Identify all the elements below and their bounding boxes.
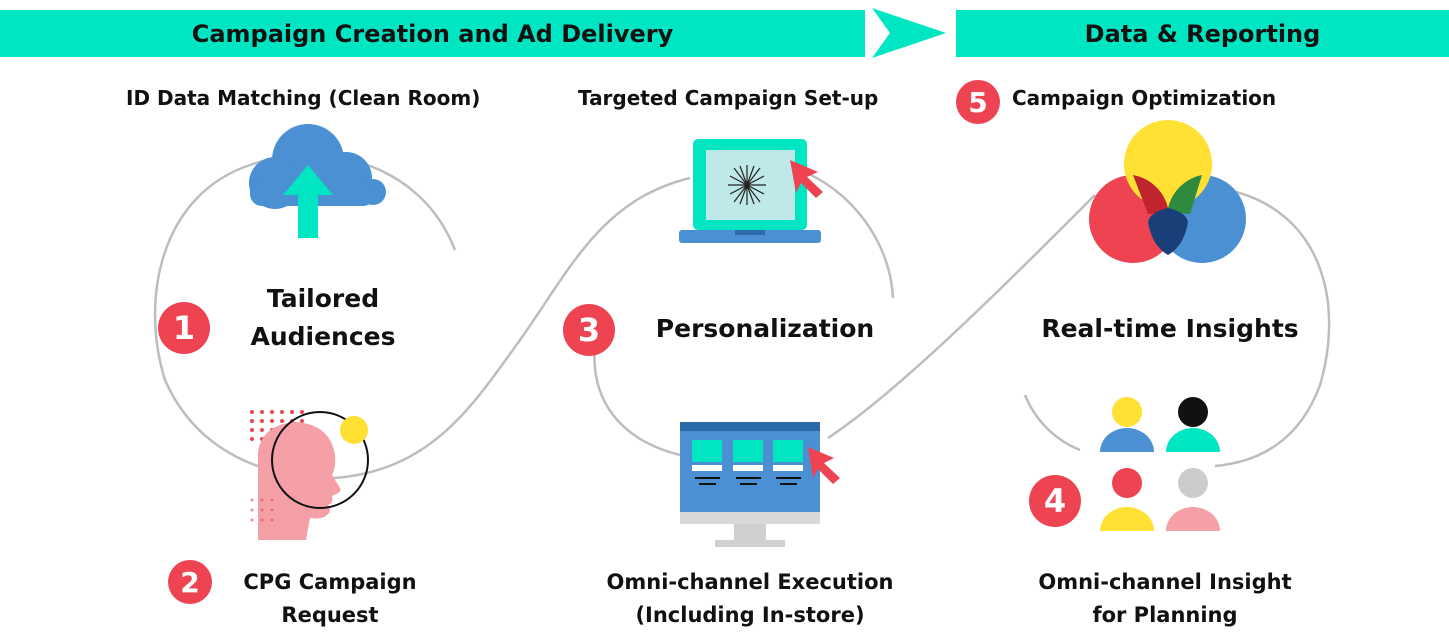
step-badge-3: 3 bbox=[563, 304, 615, 356]
omni-channel-execution-line1: Omni-channel Execution bbox=[606, 570, 894, 594]
tailored-audiences-label: Tailored Audiences bbox=[238, 280, 408, 356]
data-reporting-title: Data & Reporting bbox=[1084, 19, 1321, 48]
real-time-insights-label: Real-time Insights bbox=[1041, 314, 1299, 343]
cpg-campaign-request-label: CPG Campaign Request bbox=[210, 566, 450, 632]
omni-channel-insight-line2: for Planning bbox=[1092, 603, 1238, 627]
personalization-label: Personalization bbox=[655, 314, 875, 343]
chevron-right-icon bbox=[872, 8, 946, 58]
tailored-audiences-line2: Audiences bbox=[250, 322, 396, 351]
data-reporting-banner: Data & Reporting bbox=[956, 10, 1449, 57]
campaign-optimization-label: Campaign Optimization bbox=[1012, 86, 1277, 110]
step-badge-5: 5 bbox=[956, 80, 1000, 124]
omni-channel-execution-label: Omni-channel Execution (Including In-sto… bbox=[580, 566, 920, 632]
campaign-creation-banner: Campaign Creation and Ad Delivery bbox=[0, 10, 865, 57]
id-data-matching-label: ID Data Matching (Clean Room) bbox=[126, 86, 481, 110]
step-badge-2: 2 bbox=[168, 560, 212, 604]
omni-channel-execution-line2: (Including In-store) bbox=[635, 603, 865, 627]
campaign-creation-title: Campaign Creation and Ad Delivery bbox=[191, 19, 674, 48]
targeted-campaign-setup-label: Targeted Campaign Set-up bbox=[578, 86, 879, 110]
step-badge-4: 4 bbox=[1029, 475, 1081, 527]
omni-channel-insight-label: Omni-channel Insight for Planning bbox=[1005, 566, 1325, 632]
cpg-campaign-request-line1: CPG Campaign bbox=[243, 570, 417, 594]
step-badge-1: 1 bbox=[158, 302, 210, 354]
tailored-audiences-line1: Tailored bbox=[266, 284, 380, 313]
cpg-campaign-request-line2: Request bbox=[281, 603, 379, 627]
omni-channel-insight-line1: Omni-channel Insight bbox=[1038, 570, 1292, 594]
